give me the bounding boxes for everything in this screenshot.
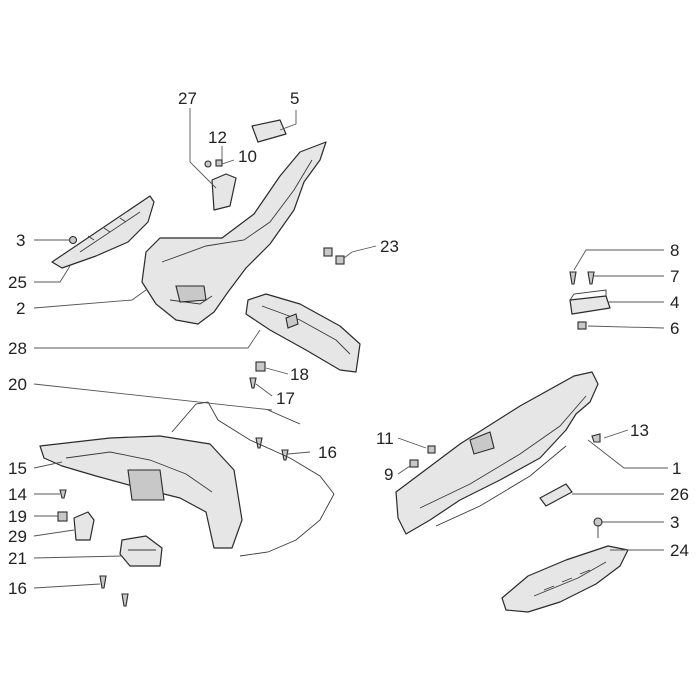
callout-27: 27: [178, 89, 197, 108]
part-screw-3-upper: [68, 235, 78, 245]
callout-1: 1: [672, 459, 681, 478]
callout-14: 14: [8, 485, 27, 504]
part-block-4: [569, 289, 611, 315]
callout-15: 15: [8, 459, 27, 478]
part-clip-6: [577, 321, 587, 330]
callout-28: 28: [8, 339, 27, 358]
callout-labels: 27 5 12 10 3 25 2 23 8 7 4 6 28 18 17 20…: [8, 89, 689, 598]
part-screws-16-lower: [99, 575, 129, 607]
part-clamp-21: [119, 535, 163, 567]
part-screw-13: [591, 433, 601, 443]
part-rear-cover-15: [39, 435, 243, 549]
part-strip-20: [267, 409, 301, 425]
callout-10: 10: [238, 147, 257, 166]
part-screw-7: [587, 271, 595, 285]
part-hook-29: [73, 511, 95, 541]
part-screw-14: [59, 489, 67, 499]
callout-24: 24: [670, 541, 689, 560]
callout-5: 5: [290, 89, 299, 108]
part-clip-11: [427, 445, 436, 454]
callout-4: 4: [670, 293, 679, 312]
callout-12: 12: [208, 128, 227, 147]
part-screw-3-lower: [593, 517, 603, 538]
part-clips-23: [323, 247, 345, 265]
leader-lines: [33, 108, 668, 589]
callout-7: 7: [670, 267, 679, 286]
part-clip-19: [57, 511, 68, 522]
part-pad-5: [251, 119, 287, 143]
part-fastener-18: [255, 361, 266, 372]
callout-18: 18: [290, 365, 309, 384]
part-pad-26: [539, 483, 573, 507]
callout-16-upper: 16: [318, 443, 337, 462]
callout-6: 6: [670, 319, 679, 338]
part-inner-panel-25: [51, 195, 155, 269]
part-windshield-outline: [171, 401, 335, 557]
callout-11: 11: [376, 429, 394, 448]
part-front-shield-2: [141, 141, 327, 325]
part-screw-12: [204, 160, 212, 168]
callout-3-upper: 3: [16, 231, 25, 250]
callout-21: 21: [8, 549, 27, 568]
callout-29: 29: [8, 527, 27, 546]
part-side-panel-28: [245, 293, 361, 373]
part-footboard-mat-24: [501, 545, 629, 613]
part-clip-9: [409, 459, 419, 468]
callout-16-lower: 16: [8, 579, 27, 598]
callout-8: 8: [670, 241, 679, 260]
part-clip-10: [215, 159, 223, 167]
callout-23: 23: [380, 237, 399, 256]
callout-9: 9: [384, 465, 393, 484]
part-screws-16-upper: [255, 437, 289, 461]
part-screw-8: [569, 271, 577, 285]
callout-26: 26: [670, 485, 689, 504]
part-bracket-27: [211, 173, 237, 211]
callout-17: 17: [276, 389, 295, 408]
callout-25: 25: [8, 273, 27, 292]
callout-19: 19: [8, 507, 27, 526]
part-screw-17: [249, 377, 257, 389]
callout-3-lower: 3: [670, 513, 679, 532]
callout-13: 13: [630, 421, 649, 440]
callout-20: 20: [8, 375, 27, 394]
callout-2: 2: [16, 299, 25, 318]
part-side-body-1: [395, 371, 599, 535]
